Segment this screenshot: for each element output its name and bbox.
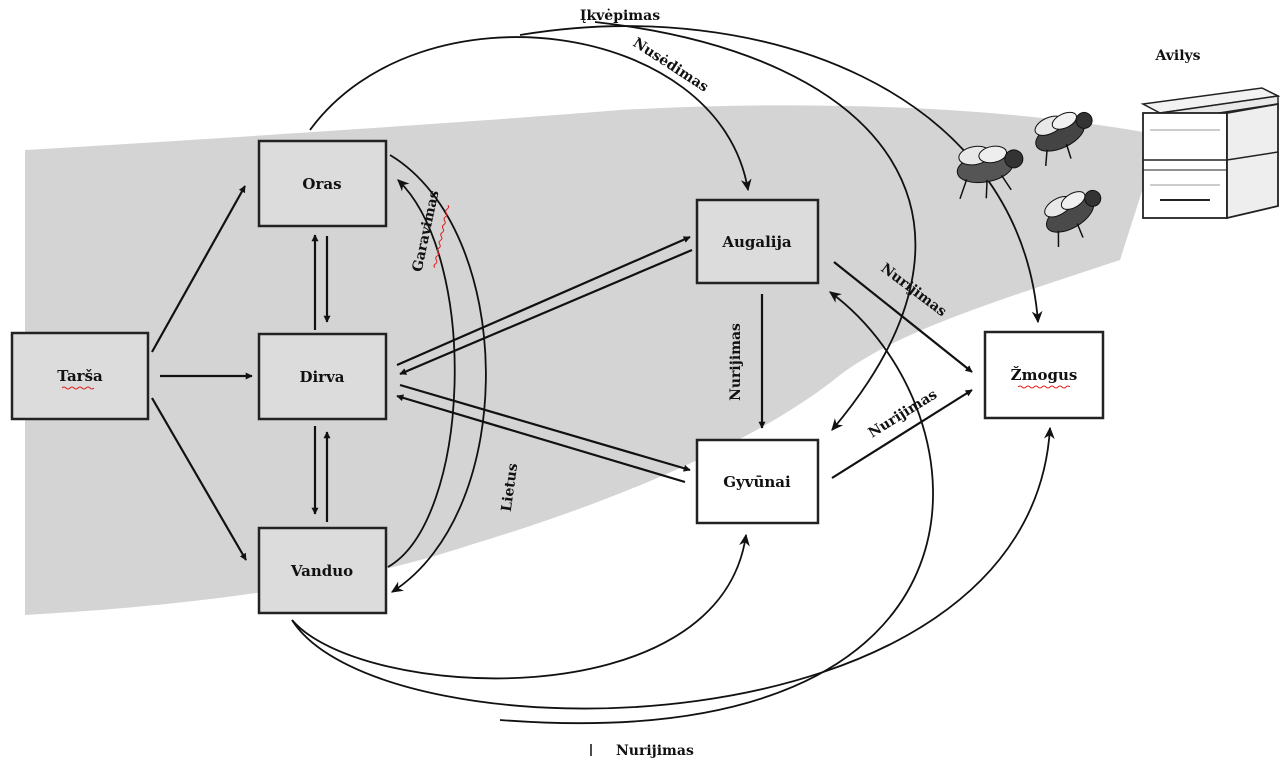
node-tarsa-label: Tarša [57, 367, 103, 385]
node-oras-label: Oras [302, 175, 341, 193]
node-augalija-label: Augalija [721, 233, 792, 251]
label-nurijimas-bottom: Nurijimas [616, 743, 694, 759]
node-zmogus-label: Žmogus [1011, 366, 1078, 384]
top-arcs [309, 21, 1043, 431]
node-tarsa: Tarša [10, 331, 150, 421]
node-dirva: Dirva [257, 332, 388, 421]
node-gyvunai: Gyvūnai [695, 438, 820, 525]
node-zmogus: Žmogus [983, 330, 1105, 420]
label-lietus: Lietus [499, 462, 522, 512]
label-nurijimas-vertical: Nurijimas [728, 323, 744, 401]
garavimas-lietus-arcs [387, 154, 487, 593]
augalija-zmogus-arrow [833, 261, 973, 373]
label-ikvepimas: Įkvėpimas [580, 8, 660, 24]
bee-icon [956, 145, 1024, 200]
node-vanduo: Vanduo [257, 526, 388, 615]
node-oras: Oras [257, 139, 388, 228]
label-nusedimas: Nusėdimas [630, 35, 711, 96]
node-dirva-label: Dirva [299, 368, 344, 386]
node-vanduo-label: Vanduo [290, 562, 353, 580]
bee-icon [1044, 189, 1102, 248]
bee-icon [1034, 111, 1093, 166]
dirva-augalija-arrows [396, 235, 693, 376]
beehive-icon [1140, 87, 1280, 220]
gyvunai-zmogus-arrow [831, 389, 973, 479]
node-augalija: Augalija [695, 198, 820, 285]
dirva-gyvunai-arrows [396, 383, 691, 484]
dirva-vanduo-arrows [311, 426, 331, 522]
garavimas-underline [433, 204, 450, 269]
tarsa-arrows [151, 185, 253, 561]
node-gyvunai-label: Gyvūnai [723, 473, 791, 491]
background-band [25, 105, 1160, 615]
label-avilys: Avilys [1154, 48, 1200, 64]
bottom-arcs [291, 291, 1055, 725]
oras-dirva-arrows [311, 234, 331, 330]
